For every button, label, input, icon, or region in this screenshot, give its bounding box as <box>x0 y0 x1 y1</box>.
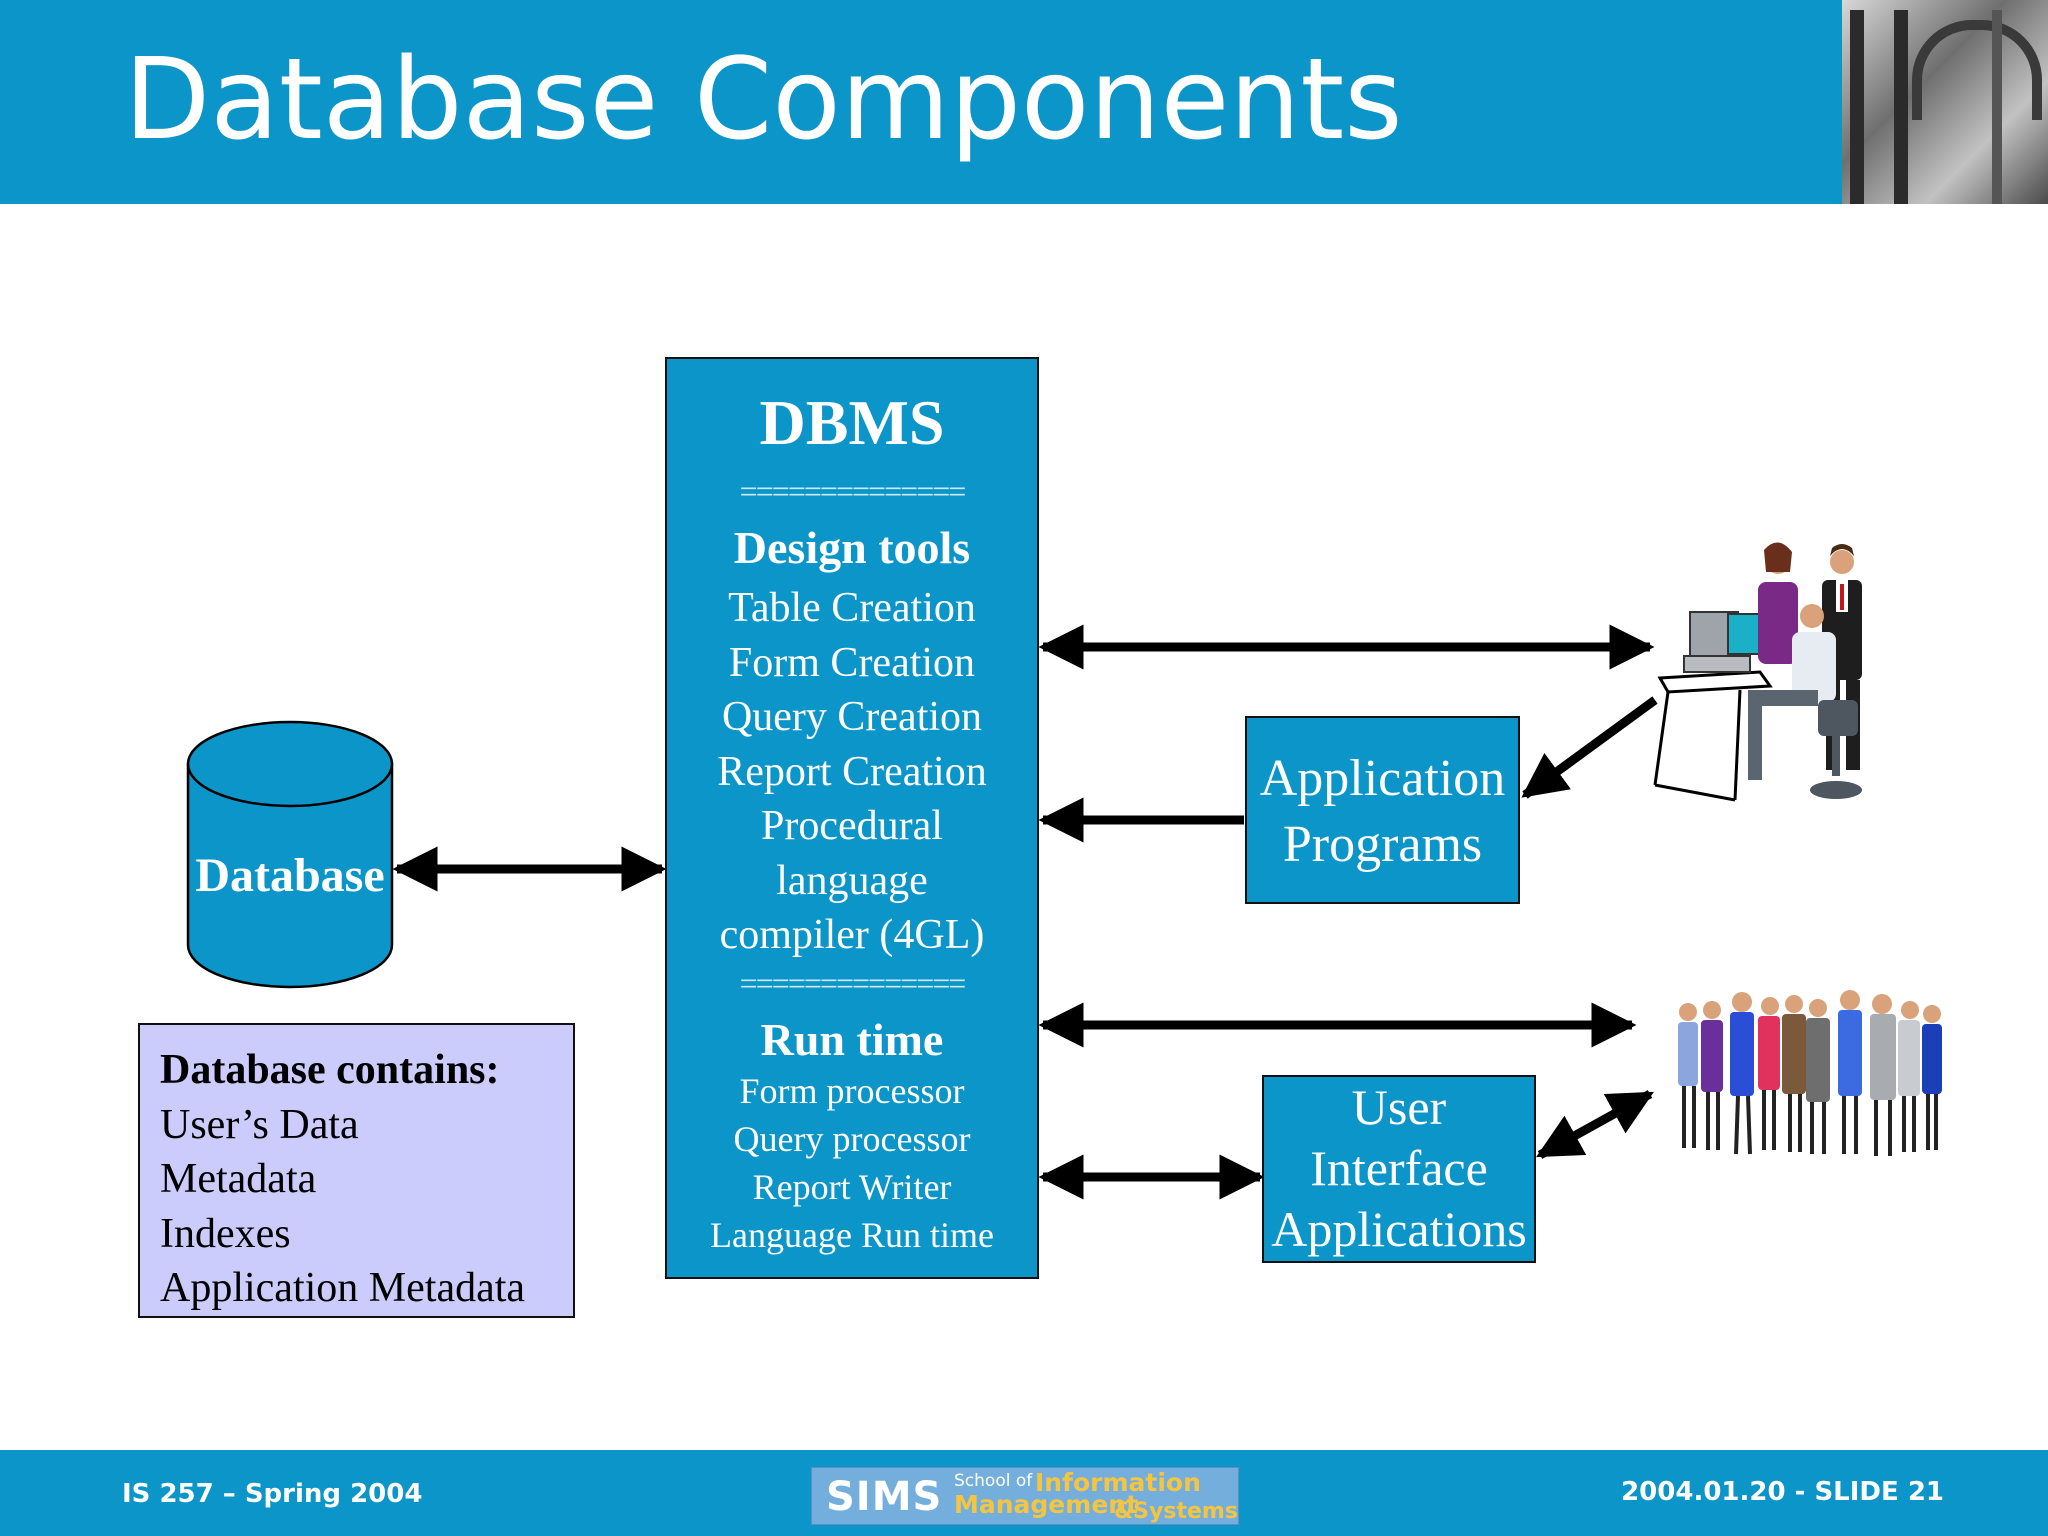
ui-line: Interface <box>1310 1140 1488 1196</box>
runtime-list: Form processor Query processor Report Wr… <box>667 1067 1037 1259</box>
database-cylinder-icon <box>186 720 394 989</box>
course-label: IS 257 – Spring 2004 <box>122 1479 423 1509</box>
design-item: Procedural <box>761 803 943 849</box>
runtime-item: Form processor <box>739 1071 965 1111</box>
ui-line: Applications <box>1271 1201 1527 1257</box>
runtime-title: Run time <box>760 1014 944 1065</box>
contains-item: Application Metadata <box>160 1265 526 1311</box>
sims-logo: SIMS School of Information Management &S… <box>811 1467 1239 1525</box>
contains-item: User’s Data <box>160 1101 359 1148</box>
title-bar <box>0 0 2048 204</box>
database-label: Database <box>195 849 385 902</box>
logo-sims-text: SIMS <box>826 1474 943 1520</box>
logo-management-text: Management <box>954 1490 1139 1519</box>
runtime-item: Language Run time <box>710 1215 994 1255</box>
design-tools-title: Design tools <box>733 522 971 573</box>
logo-school-of-text: School of <box>954 1471 1033 1491</box>
design-item: language <box>776 857 928 904</box>
design-tools-list: Table Creation Form Creation Query Creat… <box>667 581 1037 963</box>
logo-information-text: Information <box>1035 1468 1201 1497</box>
group-of-people-icon <box>1678 990 1942 1156</box>
application-programs-box: Application Programs <box>1245 716 1520 904</box>
contains-heading: Database contains: <box>160 1047 500 1093</box>
design-item: Report Creation <box>717 748 987 795</box>
design-item: Table Creation <box>728 585 976 631</box>
separator-bottom: ============== <box>739 967 967 999</box>
design-item: Form Creation <box>728 639 976 686</box>
slide-title: Database Components <box>124 35 1403 165</box>
logo-systems-text: &Systems <box>1114 1499 1238 1524</box>
app-line: Programs <box>1282 816 1483 873</box>
arrow-uiapps-people <box>1536 1090 1654 1159</box>
runtime-item: Report Writer <box>752 1167 952 1207</box>
design-item: compiler (4GL) <box>719 912 985 958</box>
office-workers-computer-icon <box>1653 542 1862 802</box>
app-line: Application <box>1259 750 1506 807</box>
database-contains-box: Database contains: User’s Data Metadata … <box>138 1023 575 1318</box>
ui-line: User <box>1351 1079 1447 1135</box>
separator-top: ============== <box>739 475 967 507</box>
contains-item: Metadata <box>160 1156 317 1202</box>
runtime-item: Query processor <box>733 1119 971 1159</box>
dbms-box: DBMS ============== Design tools Table C… <box>665 357 1039 1279</box>
user-interface-applications-box: User Interface Applications <box>1262 1075 1536 1263</box>
arrow-workers-appprograms <box>1521 696 1658 799</box>
dbms-title: DBMS <box>759 387 945 458</box>
slide-number: 2004.01.20 - SLIDE 21 <box>1621 1477 1944 1507</box>
building-photo-icon <box>1842 0 2048 204</box>
design-item: Query Creation <box>721 694 983 740</box>
contains-item: Indexes <box>160 1210 291 1257</box>
